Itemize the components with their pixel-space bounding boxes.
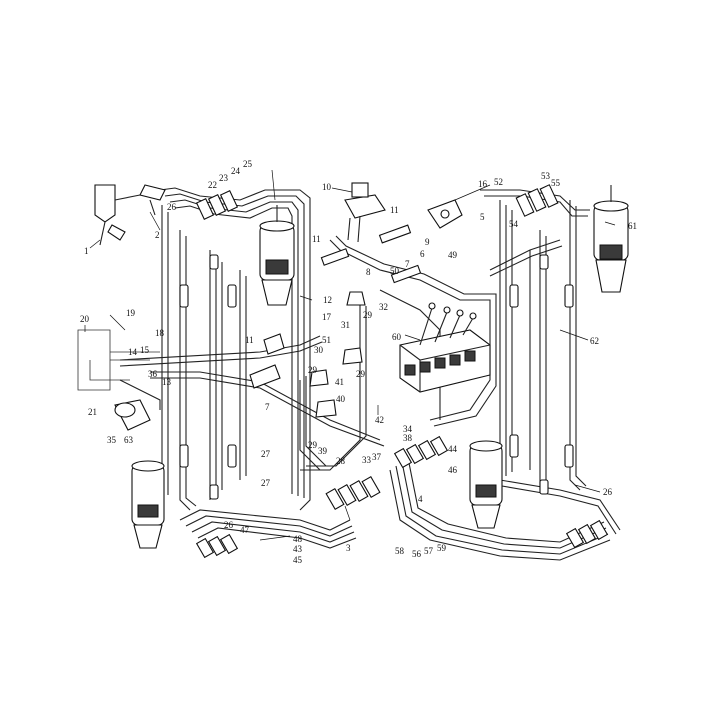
callout-56: 56 xyxy=(412,549,422,559)
callout-24: 24 xyxy=(231,166,241,176)
callout-27b: 27 xyxy=(261,478,271,488)
callout-32: 32 xyxy=(379,302,388,312)
callout-26b: 26 xyxy=(224,520,234,530)
center-top-fittings xyxy=(320,224,422,284)
callout-42: 42 xyxy=(375,415,384,425)
callout-39: 39 xyxy=(318,446,328,456)
callout-52: 52 xyxy=(494,177,503,187)
callout-37: 37 xyxy=(372,452,382,462)
callout-44: 44 xyxy=(448,444,458,454)
callout-50: 50 xyxy=(390,266,400,276)
callout-11: 11 xyxy=(390,205,399,215)
callout-21: 21 xyxy=(88,407,97,417)
callout-7b: 7 xyxy=(265,402,270,412)
callout-12: 12 xyxy=(323,295,332,305)
callout-40: 40 xyxy=(336,394,346,404)
callout-22: 22 xyxy=(208,180,217,190)
callout-5: 5 xyxy=(480,212,485,222)
callout-23: 23 xyxy=(219,173,229,183)
callout-6: 6 xyxy=(420,249,425,259)
callout-51: 51 xyxy=(322,335,331,345)
callout-1: 1 xyxy=(84,246,89,256)
callout-26: 26 xyxy=(167,202,177,212)
callout-49: 49 xyxy=(448,250,458,260)
callout-11b: 11 xyxy=(312,234,321,244)
callout-29c: 29 xyxy=(308,365,318,375)
callout-20: 20 xyxy=(80,314,90,324)
callout-46: 46 xyxy=(448,465,458,475)
valve-10 xyxy=(344,182,386,243)
callout-35: 35 xyxy=(107,435,117,445)
leader-lines xyxy=(84,169,616,541)
callout-2: 2 xyxy=(155,230,160,240)
callout-59: 59 xyxy=(437,543,447,553)
callout-38: 38 xyxy=(403,433,413,443)
callout-63: 63 xyxy=(124,435,134,445)
callout-47: 47 xyxy=(240,525,250,535)
callout-33: 33 xyxy=(362,455,372,465)
callout-26c: 26 xyxy=(603,487,613,497)
callout-9: 9 xyxy=(425,237,430,247)
cylinder-upper-left xyxy=(259,205,295,306)
callout-29: 29 xyxy=(363,310,373,320)
fitting-cluster-lower-right xyxy=(565,519,609,549)
fitting-cluster-top-left xyxy=(195,189,239,221)
callout-29d: 29 xyxy=(308,440,318,450)
callout-62: 62 xyxy=(590,336,599,346)
callout-31: 31 xyxy=(341,320,350,330)
fitting-part-2 xyxy=(139,184,166,216)
pump-35 xyxy=(114,379,161,431)
callout-27: 27 xyxy=(261,449,271,459)
callout-16: 16 xyxy=(478,179,488,189)
fitting-cluster-mid-center xyxy=(393,435,449,469)
callout-36: 36 xyxy=(148,369,158,379)
callout-58: 58 xyxy=(395,546,405,556)
fitting-cluster-top-right xyxy=(515,184,559,217)
valve-9 xyxy=(427,199,463,229)
callout-60: 60 xyxy=(392,332,402,342)
callout-8: 8 xyxy=(366,267,371,277)
callout-43: 43 xyxy=(293,544,303,554)
callout-34: 34 xyxy=(403,424,413,434)
callout-54: 54 xyxy=(509,219,519,229)
callout-15: 15 xyxy=(140,345,150,355)
callout-labels: 1 2 3 4 5 6 7 7 8 9 10 11 11 11 12 13 14… xyxy=(80,159,637,565)
callout-45: 45 xyxy=(293,555,303,565)
cylinder-right-top xyxy=(593,185,629,293)
callout-55: 55 xyxy=(551,178,561,188)
callout-7: 7 xyxy=(405,259,410,269)
callout-10: 10 xyxy=(322,182,332,192)
callout-30: 30 xyxy=(314,345,324,355)
cylinder-lower-center xyxy=(469,440,503,529)
callout-61: 61 xyxy=(628,221,637,231)
callout-48: 48 xyxy=(293,534,303,544)
callout-57: 57 xyxy=(424,546,434,556)
callout-13: 13 xyxy=(162,377,172,387)
bracket-part-1 xyxy=(94,184,141,246)
callout-11c: 11 xyxy=(245,335,254,345)
center-fittings xyxy=(249,291,366,418)
callout-3: 3 xyxy=(346,543,351,553)
callout-29b: 29 xyxy=(356,369,366,379)
callout-17: 17 xyxy=(322,312,332,322)
fitting-cluster-lower-center xyxy=(325,475,381,511)
callout-25: 25 xyxy=(243,159,253,169)
fitting-cluster-lower-left xyxy=(195,533,239,559)
control-valve-block xyxy=(399,302,491,393)
callout-19: 19 xyxy=(126,308,136,318)
cylinder-lower-left xyxy=(131,460,165,549)
callout-53: 53 xyxy=(541,171,551,181)
callout-14: 14 xyxy=(128,347,138,357)
callout-4: 4 xyxy=(418,494,423,504)
callout-18: 18 xyxy=(155,328,165,338)
callout-41: 41 xyxy=(335,377,344,387)
hose-assemblies xyxy=(179,254,574,500)
callout-28: 28 xyxy=(336,456,346,466)
